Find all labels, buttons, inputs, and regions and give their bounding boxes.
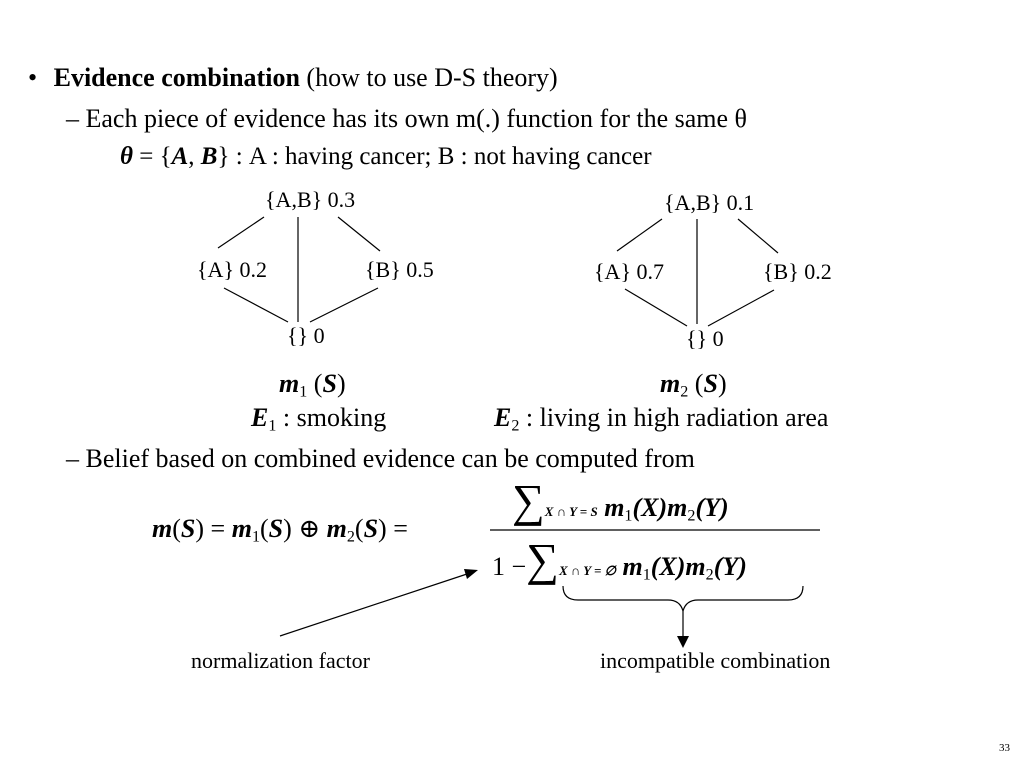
denominator-condition: X ∩ Y = ∅	[558, 563, 616, 578]
num-m1: m	[604, 493, 625, 522]
normalization-arrow-head	[464, 569, 478, 579]
lattice1-right: {B} 0.5	[365, 257, 434, 282]
normalization-arrow-line	[279, 572, 471, 637]
lhs-close: ) =	[195, 514, 232, 543]
den-one: 1 −	[492, 552, 527, 581]
lhs-m: m	[152, 514, 173, 543]
lhs-s: S	[180, 514, 196, 543]
evidence-1: E1 : smoking	[251, 405, 386, 435]
den-m1-sub: 1	[642, 566, 651, 584]
page-number: 33	[999, 742, 1010, 754]
lattice1-edge-top-right	[337, 216, 381, 252]
den-m2: m	[685, 552, 706, 581]
set-b: B	[200, 143, 218, 170]
num-x: (X)	[632, 493, 668, 522]
lattice2-left: {A} 0.7	[594, 259, 665, 284]
lattice1-edge-right-bottom	[309, 287, 379, 323]
m1-arg: S	[322, 369, 337, 398]
lhs-open: (	[172, 514, 181, 543]
formula-numerator: ∑X ∩ Y = S m1(X)m2(Y)	[512, 478, 729, 525]
rhs-m2-open: (	[354, 514, 364, 543]
denominator-sigma: ∑	[526, 534, 559, 585]
m2-subscript: 2	[680, 383, 689, 401]
set-close: }	[217, 143, 230, 170]
lattice2-right: {B} 0.2	[763, 259, 832, 284]
m2-letter: m	[660, 369, 681, 398]
e1-text: : smoking	[276, 403, 387, 432]
theta-symbol: θ	[120, 143, 133, 170]
evidence-2: E2 : living in high radiation area	[494, 405, 828, 435]
rhs-m1: m	[231, 514, 252, 543]
m2-arg: S	[703, 369, 718, 398]
lattice1-left: {A} 0.2	[197, 257, 268, 282]
lattice1-top: {A,B} 0.3	[265, 187, 356, 212]
bullet-heading: • Evidence combination (how to use D-S t…	[28, 65, 558, 91]
incompatible-arrow-head	[677, 636, 689, 648]
oplus-symbol: ⊕	[291, 514, 327, 543]
heading-subtitle: (how to use D-S theory)	[306, 63, 558, 92]
theta-rest: : A : having cancer; B : not having canc…	[229, 143, 652, 170]
bullet-marker: •	[28, 63, 38, 92]
m1-close: )	[336, 369, 346, 398]
e2-subscript: 2	[511, 417, 520, 435]
m2-open: (	[688, 369, 704, 398]
formula-lhs: m(S) = m1(S) ⊕ m2(S) =	[152, 516, 408, 546]
incompatible-label: incompatible combination	[600, 648, 831, 673]
rhs-m2-close: ) =	[378, 514, 408, 543]
e2-text: : living in high radiation area	[519, 403, 829, 432]
den-m2-sub: 2	[705, 566, 714, 584]
m1-subscript: 1	[299, 383, 308, 401]
rhs-m1-close: )	[283, 514, 292, 543]
den-m1: m	[622, 552, 643, 581]
rhs-m1-s: S	[268, 514, 284, 543]
e1-letter: E	[251, 403, 269, 432]
sub-bullet-2: – Belief based on combined evidence can …	[66, 444, 695, 473]
m1-letter: m	[279, 369, 300, 398]
formula-denominator: 1 −∑X ∩ Y = ∅ m1(X)m2(Y)	[492, 537, 747, 584]
set-a: A	[171, 143, 189, 170]
numerator-sigma: ∑	[512, 475, 545, 526]
rhs-m1-open: (	[260, 514, 269, 543]
lattice2-function: m2 (S)	[660, 371, 727, 401]
lattice2-bottom: {} 0	[686, 326, 724, 351]
rhs-m2-sub: 2	[346, 528, 355, 546]
lattice2-edge-left-bottom	[624, 288, 688, 327]
lattice1-edge-top-left	[217, 216, 265, 249]
set-comma: ,	[188, 143, 201, 170]
lattice2-edge-top-left	[616, 218, 663, 252]
e2-letter: E	[494, 403, 512, 432]
num-m2-sub: 2	[687, 507, 696, 525]
den-y: (Y)	[713, 552, 747, 581]
den-x: (X)	[650, 552, 686, 581]
theta-definition: θ = {A, B} : A : having cancer; B : not …	[120, 144, 652, 169]
rhs-m2-s: S	[363, 514, 379, 543]
rhs-m1-sub: 1	[251, 528, 260, 546]
numerator-condition: X ∩ Y = S	[544, 504, 598, 519]
lattice1-bottom: {} 0	[287, 323, 325, 348]
lattice2-edge-top-right	[737, 218, 779, 254]
rhs-m2: m	[326, 514, 347, 543]
sub-bullet-1: – Each piece of evidence has its own m(.…	[66, 104, 747, 133]
incompatible-brace	[562, 585, 804, 614]
m1-open: (	[307, 369, 323, 398]
heading-title: Evidence combination	[53, 63, 300, 92]
lattice1-function: m1 (S)	[279, 371, 346, 401]
m2-close: )	[717, 369, 727, 398]
lattice2-top: {A,B} 0.1	[664, 190, 755, 215]
lattice2-edge-right-bottom	[707, 289, 775, 327]
lattice1-edge-left-bottom	[223, 287, 289, 323]
num-y: (Y)	[695, 493, 729, 522]
e1-subscript: 1	[268, 417, 277, 435]
theta-eq: = {	[132, 143, 172, 170]
num-m1-sub: 1	[624, 507, 633, 525]
num-m2: m	[667, 493, 688, 522]
normalization-label: normalization factor	[191, 648, 370, 673]
